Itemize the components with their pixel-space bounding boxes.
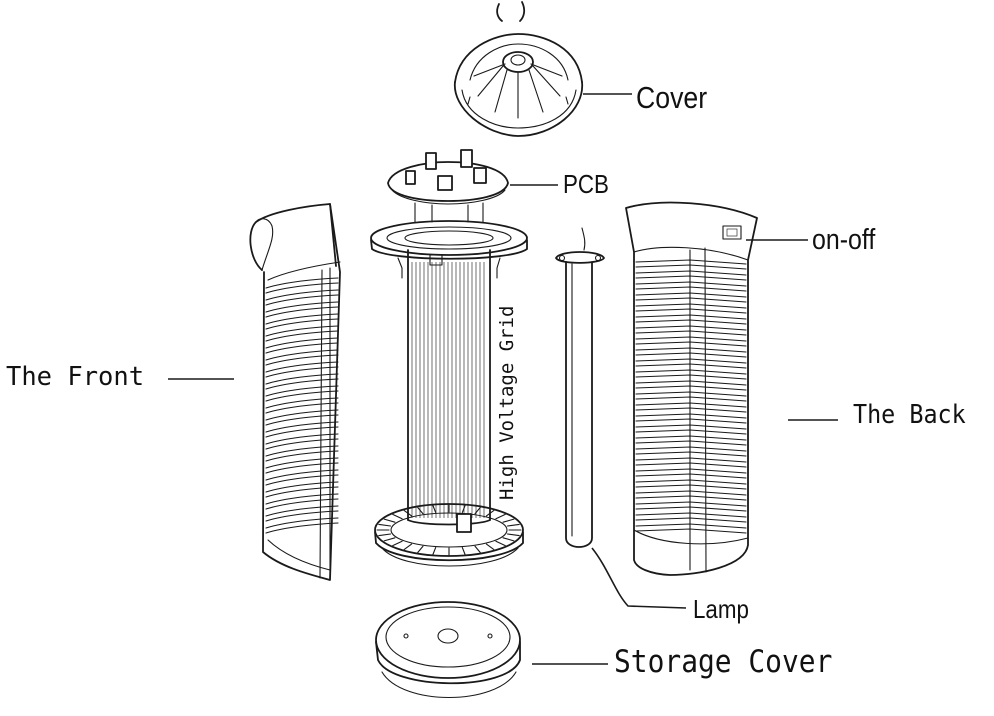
pcb-label: PCB (563, 169, 609, 199)
front-shell-part (249, 203, 341, 581)
leader-lines (168, 93, 838, 665)
lamp-label: Lamp (693, 594, 749, 624)
hanging-hook (496, 1, 526, 22)
the-front-label: The Front (6, 362, 145, 392)
high-voltage-grid-label: High Voltage Grid (496, 305, 518, 500)
the-back-label: The Back (853, 400, 966, 430)
pcb-part (387, 149, 509, 223)
high-voltage-grid-part (370, 220, 528, 567)
storage-cover-part (375, 601, 521, 699)
on-off-label: on-off (812, 224, 876, 256)
storage-cover-label: Storage Cover (614, 644, 833, 680)
lamp-leader (591, 547, 687, 609)
back-shell-part (625, 201, 758, 576)
cover-label: Cover (636, 80, 708, 115)
lamp-part (555, 227, 605, 548)
cover-part (454, 33, 583, 137)
